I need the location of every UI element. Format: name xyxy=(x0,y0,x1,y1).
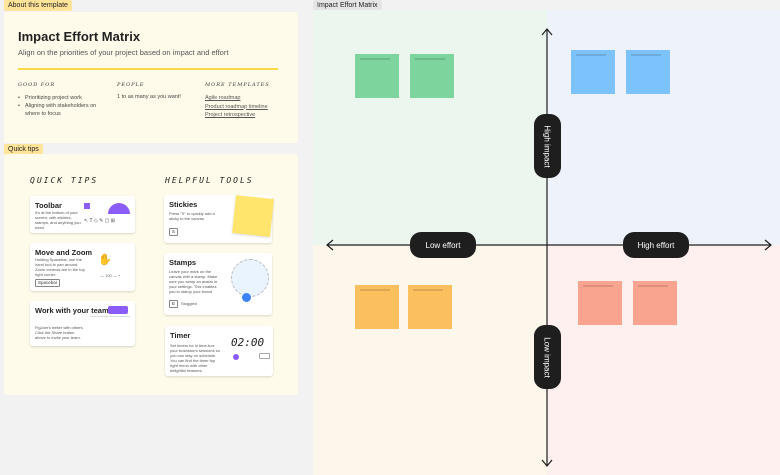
avatar xyxy=(242,293,251,302)
matrix-section-label[interactable]: Impact Effort Matrix xyxy=(313,0,382,11)
good-for-column: GOOD FOR Prioritizing project work Align… xyxy=(18,82,98,118)
sticky-note[interactable] xyxy=(410,54,454,98)
toolbar-tip-card: Toolbar It's at the bottom of your scree… xyxy=(30,196,135,233)
low-impact-label[interactable]: Low impact xyxy=(534,325,561,389)
template-link-retrospective[interactable]: Project retrospective xyxy=(205,112,256,118)
sticky-note[interactable] xyxy=(578,281,622,325)
good-for-heading: GOOD FOR xyxy=(18,82,56,88)
s-key: S xyxy=(169,228,179,236)
good-for-item: Prioritizing project work xyxy=(18,94,98,102)
helpful-tools-heading: HELPFUL TOOLS xyxy=(165,176,254,185)
template-link-agile-roadmap[interactable]: Agile roadmap xyxy=(205,95,241,101)
more-templates-column: MORE TEMPLATES Agile roadmap Product roa… xyxy=(205,82,270,120)
stickies-tool-title: Stickies xyxy=(169,200,198,209)
stickies-tool-card: Stickies Press "S" to quickly add a stic… xyxy=(164,195,274,243)
toolbar-illustration: ↖ T ◇ ✎ ▢ ⊞ xyxy=(84,200,132,230)
matrix-board: High impact Low impact Low effort High e… xyxy=(313,10,780,475)
stamps-tool-title: Stamps xyxy=(169,258,197,267)
timer-tool-title: Timer xyxy=(170,331,191,340)
people-heading: PEOPLE xyxy=(117,82,145,88)
share-panel-illustration xyxy=(90,316,130,340)
sticky-note[interactable] xyxy=(571,50,615,94)
high-effort-label[interactable]: High effort xyxy=(623,232,689,258)
timer-play-icon xyxy=(233,354,239,360)
timer-button xyxy=(259,353,270,359)
move-zoom-tip-title: Move and Zoom xyxy=(35,248,93,257)
timer-tool-card: Timer Set timers for hi time-box your br… xyxy=(165,326,273,376)
stickies-tool-text: Press "S" to quickly add a sticky to the… xyxy=(169,211,215,221)
sticky-note[interactable] xyxy=(355,54,399,98)
sticky-note-icon xyxy=(232,195,274,237)
good-for-item: Aligning with stakeholders on where to f… xyxy=(18,102,98,118)
team-tip-card: Work with your team FigJam's better with… xyxy=(30,301,135,346)
toolbar-tip-title: Toolbar xyxy=(35,201,62,210)
axis-arrow-up xyxy=(541,28,553,36)
stamps-tool-card: Stamps Leave your mark on the canvas wit… xyxy=(164,253,272,315)
about-section-label[interactable]: About this template xyxy=(4,0,72,11)
people-column: PEOPLE 1 to as many as you want! xyxy=(117,82,181,100)
axis-arrow-down xyxy=(541,459,553,467)
quick-tips-card: QUICK TIPS HELPFUL TOOLS Toolbar It's at… xyxy=(4,154,298,395)
quadrant-high-impact-low-effort xyxy=(313,10,547,245)
stamps-key-label: Stoggled xyxy=(181,301,197,306)
move-zoom-tip-text: Holding Spacebar, use the hand tool to p… xyxy=(35,257,85,277)
divider xyxy=(18,68,278,70)
quick-tips-heading: QUICK TIPS xyxy=(30,176,99,185)
spacebar-key: Spacebar xyxy=(35,279,61,287)
people-text: 1 to as many as you want! xyxy=(117,94,181,100)
sticky-note[interactable] xyxy=(633,281,677,325)
about-card: Impact Effort Matrix Align on the priori… xyxy=(4,12,298,143)
sticky-note[interactable] xyxy=(626,50,670,94)
template-subtitle: Align on the priorities of your project … xyxy=(18,48,229,57)
timer-display: 02:00 xyxy=(231,336,265,349)
sticky-note[interactable] xyxy=(355,285,399,329)
low-effort-label[interactable]: Low effort xyxy=(410,232,476,258)
axes xyxy=(326,28,772,467)
more-templates-heading: MORE TEMPLATES xyxy=(205,82,270,88)
team-tip-text: FigJam's better with others. Click the S… xyxy=(35,325,84,340)
zoom-controls-icon: — 100 — + xyxy=(100,273,121,278)
timer-tool-text: Set timers for hi time-box your brainsto… xyxy=(170,343,220,373)
stamps-tool-text: Leave your mark on the canvas with a sta… xyxy=(169,269,218,294)
high-impact-text: High impact xyxy=(543,124,552,168)
hand-icon: ✋ xyxy=(98,254,112,266)
low-impact-text: Low impact xyxy=(543,336,552,378)
share-button-illustration xyxy=(108,306,128,314)
template-title: Impact Effort Matrix xyxy=(18,29,141,44)
axis-arrow-left xyxy=(326,239,334,251)
high-impact-label[interactable]: High impact xyxy=(534,114,561,178)
sticky-note[interactable] xyxy=(408,285,452,329)
quadrant-high-impact-high-effort xyxy=(547,10,780,245)
quadrant-low-impact-low-effort xyxy=(313,245,547,475)
toolbar-tip-text: It's at the bottom of your screen, with … xyxy=(35,210,81,230)
template-link-product-roadmap[interactable]: Product roadmap timeline xyxy=(205,103,268,110)
quick-tips-section-label[interactable]: Quick tips xyxy=(4,144,43,155)
move-zoom-tip-card: Move and Zoom Holding Spacebar, use the … xyxy=(30,243,135,291)
e-key: E xyxy=(169,300,179,308)
axis-arrow-right xyxy=(764,239,772,251)
toolbar-tools-icon: ↖ T ◇ ✎ ▢ ⊞ xyxy=(84,218,115,224)
team-tip-title: Work with your team xyxy=(35,306,109,315)
stamp-wheel-icon xyxy=(231,259,269,297)
